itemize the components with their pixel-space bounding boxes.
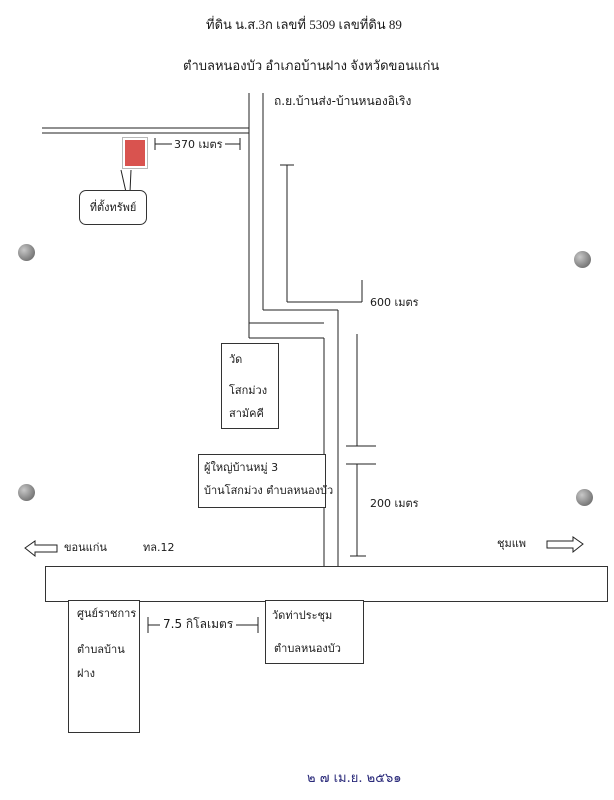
property-label: ที่ตั้งทรัพย์ <box>79 190 147 225</box>
binder-hole-top-left <box>18 244 35 261</box>
headman-line2: บ้านโสกม่วง ตำบลหนองบัว <box>204 484 334 497</box>
temple2-line2: ตำบลหนองบัว <box>274 642 341 655</box>
headman-line1: ผู้ใหญ่บ้านหมู่ 3 <box>204 461 279 474</box>
arrow-left-icon <box>24 540 58 558</box>
highway-12-road <box>45 566 608 602</box>
distance-200m: 200 เมตร <box>370 497 419 510</box>
gov-center-line3: ฝาง <box>77 667 95 680</box>
property-marker-fill <box>125 140 145 166</box>
temple2-line1: วัดท่าประชุม <box>272 609 333 622</box>
map-title: ที่ดิน น.ส.3ก เลขที่ 5309 เลขที่ดิน 89 <box>206 17 402 32</box>
property-marker <box>122 137 148 169</box>
distance-7-5km: 7.5 กิโลเมตร <box>160 618 237 631</box>
village-headman-box: ผู้ใหญ่บ้านหมู่ 3 บ้านโสกม่วง ตำบลหนองบั… <box>198 454 333 508</box>
direction-left-label: ขอนแก่น <box>64 541 107 554</box>
gov-center-line1: ศูนย์ราชการ <box>77 607 137 620</box>
government-center-box: ศูนย์ราชการ ตำบลบ้าน ฝาง <box>68 600 140 733</box>
branch-road-label: ถ.ย.บ้านส่ง-บ้านหนองอิเริง <box>274 94 412 108</box>
temple-tha-prachum-box: วัดท่าประชุม ตำบลหนองบัว <box>265 600 364 664</box>
distance-600m: 600 เมตร <box>370 296 419 309</box>
temple-line2: โสกม่วง <box>229 384 268 397</box>
direction-right-label: ชุมแพ <box>497 537 527 550</box>
distance-370m: 370 เมตร <box>172 138 225 151</box>
arrow-right-icon <box>546 536 584 554</box>
highway-label: ทล.12 <box>143 541 175 554</box>
map-subtitle: ตำบลหนองบัว อำเภอบ้านฝาง จังหวัดขอนแก่น <box>183 58 440 73</box>
property-callout-pointer <box>120 169 132 193</box>
gov-center-line2: ตำบลบ้าน <box>77 643 125 656</box>
date-stamp: ๒ ๗ เม.ย. ๒๕๖๑ <box>307 771 402 786</box>
binder-hole-bottom-right <box>576 489 593 506</box>
temple-line1: วัด <box>229 353 243 366</box>
binder-hole-top-right <box>574 251 591 268</box>
binder-hole-bottom-left <box>18 484 35 501</box>
temple-line3: สามัคคี <box>229 407 264 420</box>
temple-soke-muang-box: วัด โสกม่วง สามัคคี <box>221 343 279 429</box>
